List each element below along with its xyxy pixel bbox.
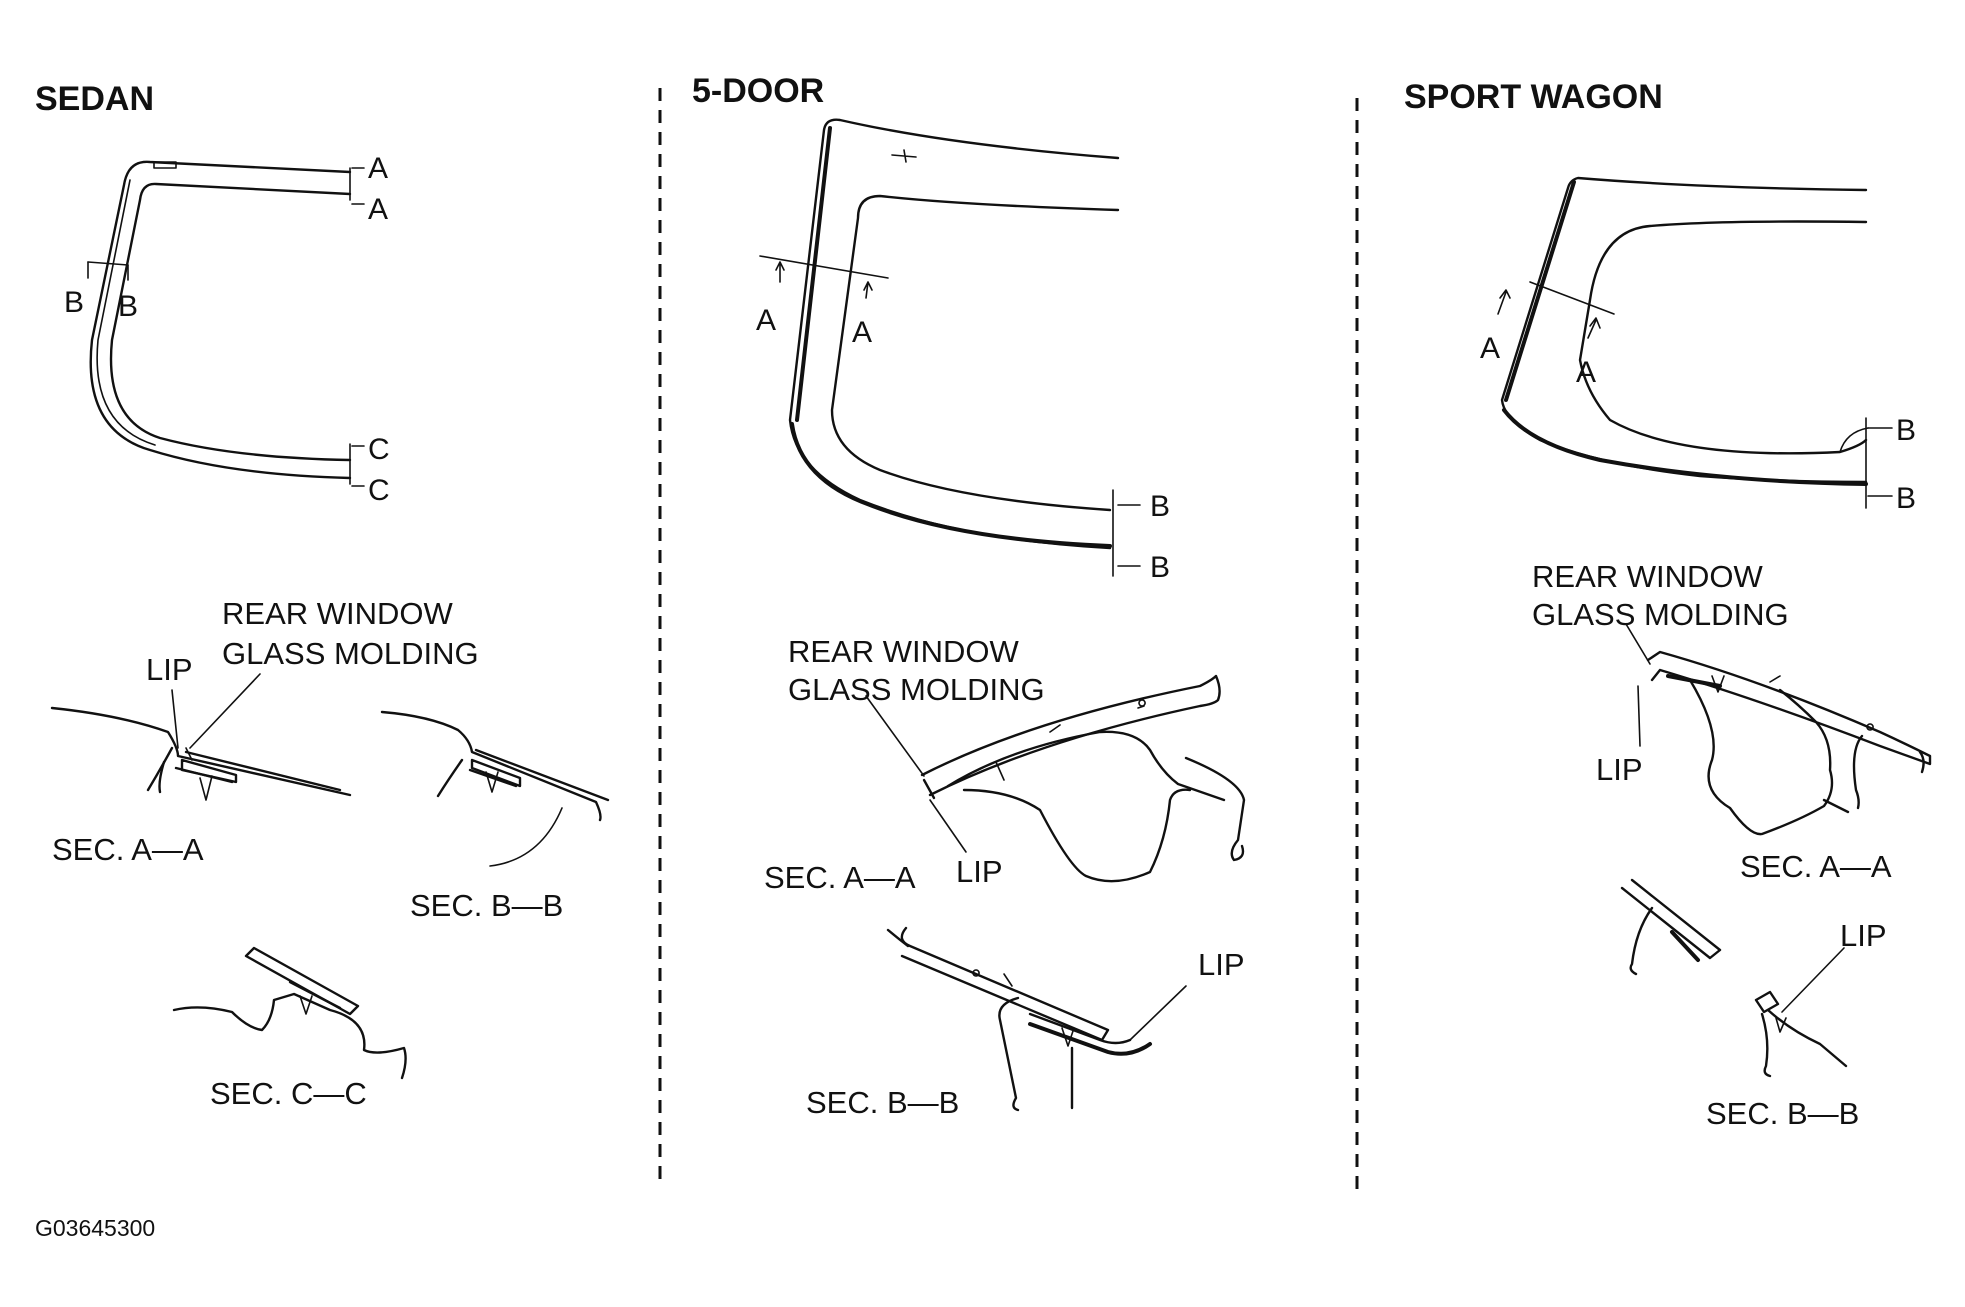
five-door-section-aa-label: SEC. A—A [764,860,916,895]
sedan-window-outline [87,160,365,487]
sport-wagon-section-aa-label: SEC. A—A [1740,849,1892,884]
sedan-bb-leader [489,807,563,867]
sport-wagon-molding-label-2: GLASS MOLDING [1532,597,1789,632]
figure-code: G03645300 [35,1215,155,1241]
sedan-section-aa-drawing [50,706,352,801]
five-door-lip-bb-label: LIP [1198,947,1245,982]
sport-wagon-marker-b1: B [1896,414,1916,447]
five-door-title: 5-DOOR [692,72,824,110]
sport-wagon-lip-bb-leader [1781,947,1845,1013]
sport-wagon-section-aa-drawing [1646,650,1932,836]
five-door-molding-leader [865,695,925,777]
sedan-marker-c1: C [368,433,390,466]
sport-wagon-section-bb-drawing [1620,878,1848,1078]
sedan-section-bb-drawing [380,710,610,822]
sedan-marker-c2: C [368,474,390,507]
sedan-section-cc-label: SEC. C—C [210,1076,367,1111]
sport-wagon-marker-a1: A [1480,332,1500,365]
sedan-section-cc-drawing [172,946,407,1080]
sedan-marker-b2: B [118,290,138,323]
sedan-section-bb-label: SEC. B—B [410,888,563,923]
sport-wagon-molding-leader [1625,623,1651,665]
five-door-lip-aa-label: LIP [956,854,1003,889]
five-door-molding-label-2: GLASS MOLDING [788,672,1045,707]
five-door-window-outline [759,118,1141,577]
sedan-molding-label-1: REAR WINDOW [222,596,454,631]
sedan-molding-label-2: GLASS MOLDING [222,636,479,671]
sport-wagon-molding-label-1: REAR WINDOW [1532,559,1764,594]
five-door-section-aa-drawing [920,674,1246,883]
sport-wagon-section-bb-label: SEC. B—B [1706,1096,1859,1131]
sedan-lip-label: LIP [146,652,193,687]
sedan-panel: SEDAN A A B B C C L [35,80,610,1111]
sedan-section-aa-label: SEC. A—A [52,832,204,867]
sport-wagon-marker-a2: A [1576,356,1596,389]
five-door-marker-a2: A [852,316,872,349]
five-door-section-bb-drawing [886,926,1152,1112]
sport-wagon-lip-bb-label: LIP [1840,918,1887,953]
five-door-section-bb-label: SEC. B—B [806,1085,959,1120]
sedan-marker-a2: A [368,193,388,226]
sport-wagon-lip-aa-label: LIP [1596,752,1643,787]
sedan-lip-leader [171,689,179,749]
sedan-marker-b1: B [64,286,84,319]
sport-wagon-panel: SPORT WAGON A A B B REAR WIND [1404,78,1932,1131]
five-door-molding-label-1: REAR WINDOW [788,634,1020,669]
sport-wagon-lip-aa-leader [1637,685,1641,747]
sedan-molding-leader [189,673,261,749]
sedan-title: SEDAN [35,80,154,118]
sedan-marker-a1: A [368,152,388,185]
five-door-lip-aa-leader [929,799,967,853]
five-door-marker-a1: A [756,304,776,337]
five-door-marker-b1: B [1150,490,1170,523]
sport-wagon-window-outline [1497,176,1893,509]
five-door-panel: 5-DOOR A A B B REAR WINDOW [692,72,1246,1120]
sport-wagon-marker-b2: B [1896,482,1916,515]
five-door-lip-bb-leader [1129,985,1187,1041]
five-door-marker-b2: B [1150,551,1170,584]
sport-wagon-title: SPORT WAGON [1404,78,1663,116]
